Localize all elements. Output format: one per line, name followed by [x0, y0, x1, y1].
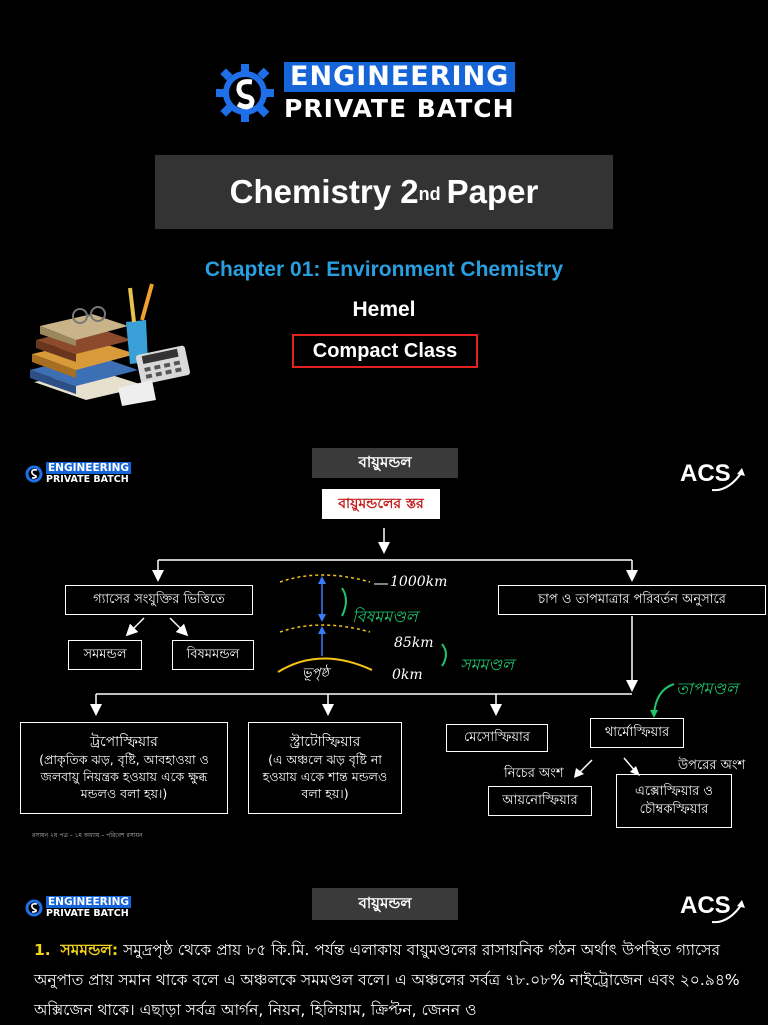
item-term: সমমন্ডল:	[60, 941, 119, 959]
logo-line-1: ENGINEERING	[46, 896, 132, 908]
title-superscript: nd	[418, 183, 441, 204]
troposphere-title: ট্রপোস্ফিয়ার	[90, 734, 158, 751]
stratosphere-title: স্ট্রাটোস্ফিয়ার	[289, 734, 361, 751]
upper-part-label: উপরের অংশ	[678, 758, 746, 773]
troposphere-desc: (প্রাকৃতিক ঝড়, বৃষ্টি, আবহাওয়া ও জলবায…	[39, 752, 209, 801]
teacher-name: Hemel	[352, 298, 416, 321]
arrow-swoosh-icon	[711, 900, 745, 924]
gear-logo-icon	[25, 899, 43, 917]
ionosphere-box: আয়নোস্ফিয়ার	[488, 786, 592, 816]
chapter-title: Chapter 01: Environment Chemistry	[204, 258, 564, 281]
stratosphere-box: স্ট্রাটোস্ফিয়ার (এ অঞ্চলে ঝড় বৃষ্টি না…	[248, 722, 402, 814]
hw-thermosphere: তাপমণ্ডল	[676, 679, 738, 698]
gear-logo-icon	[25, 465, 43, 483]
atmosphere-heading: বায়ুমন্ডল	[312, 448, 458, 478]
troposphere-box: ট্রপোস্ফিয়ার (প্রাকৃতিক ঝড়, বৃষ্টি, আব…	[20, 722, 228, 814]
logo-line-2: PRIVATE BATCH	[284, 94, 515, 123]
hw-1000km: 1000km	[390, 574, 448, 590]
stratosphere-desc: (এ অঞ্চলে ঝড় বৃষ্টি না হওয়ায় একে শান্…	[262, 752, 388, 801]
logo-line-1: ENGINEERING	[46, 462, 132, 474]
altitude-sketch	[277, 574, 447, 673]
gas-composition-branch: গ্যাসের সংযুক্তির ভিত্তিতে	[65, 585, 253, 615]
acs-brand: ACS	[680, 460, 746, 494]
class-type-badge: Compact Class	[292, 334, 478, 368]
slide2-logo: ENGINEERING PRIVATE BATCH	[24, 462, 142, 486]
hw-85km: 85km	[394, 635, 434, 651]
logo-line-1: ENGINEERING	[284, 62, 516, 92]
item-number: 1.	[34, 941, 51, 959]
layers-subheading-text: বায়ুমন্ডলের স্তর	[338, 496, 424, 512]
acs-brand-text: ACS	[680, 892, 731, 919]
arrow-swoosh-icon	[711, 468, 745, 492]
thermosphere-box: থার্মোস্ফিয়ার	[590, 718, 684, 748]
title-rest: Paper	[446, 173, 539, 210]
sub-layer-arrows	[574, 757, 640, 778]
acs-brand: ACS	[680, 892, 746, 926]
hw-heterosphere: বিষমমণ্ডল	[352, 607, 418, 626]
diagram-connectors	[90, 528, 638, 716]
engineering-private-batch-logo: ENGINEERING PRIVATE BATCH	[214, 60, 554, 126]
heterosphere-box: বিষমমন্ডল	[172, 640, 254, 670]
hw-earth-surface: ভূপৃষ্ঠ	[302, 666, 329, 681]
logo-line-2: PRIVATE BATCH	[46, 474, 129, 485]
atmosphere-heading-2: বায়ুমন্ডল	[312, 888, 458, 920]
homosphere-box: সমমন্ডল	[68, 640, 142, 670]
mesosphere-box: মেসোস্ফিয়ার	[446, 724, 548, 752]
exosphere-box: এক্সোস্ফিয়ার ও চৌম্বকস্ফিয়ার	[616, 774, 732, 828]
item-text: সমুদ্রপৃষ্ঠ থেকে প্রায় ৮৫ কি.মি. পর্যন্…	[34, 941, 740, 1019]
homosphere-paragraph: 1. সমমন্ডল: সমুদ্রপৃষ্ঠ থেকে প্রায় ৮৫ ক…	[34, 935, 744, 1025]
hw-homosphere: সমমণ্ডল	[460, 655, 514, 674]
logo-line-2: PRIVATE BATCH	[46, 908, 129, 919]
gear-logo-icon	[216, 64, 274, 122]
layers-subheading: বায়ুমন্ডলের স্তর	[322, 489, 440, 519]
title-main: Chemistry 2	[229, 173, 419, 210]
acs-brand-text: ACS	[680, 460, 731, 487]
pressure-temperature-branch: চাপ ও তাপমাত্রার পরিবর্তন অনুসারে	[498, 585, 766, 615]
green-arrow-icon	[650, 683, 675, 718]
slide3-logo: ENGINEERING PRIVATE BATCH	[24, 896, 142, 920]
hw-0km: 0km	[392, 667, 423, 683]
books-stationery-illustration	[30, 283, 191, 406]
slide-footer: রসায়ন ২য় পত্র – ১ম অধ্যায় – পরিবেশ রস…	[32, 832, 143, 839]
lower-part-label: নিচের অংশ	[504, 766, 564, 781]
